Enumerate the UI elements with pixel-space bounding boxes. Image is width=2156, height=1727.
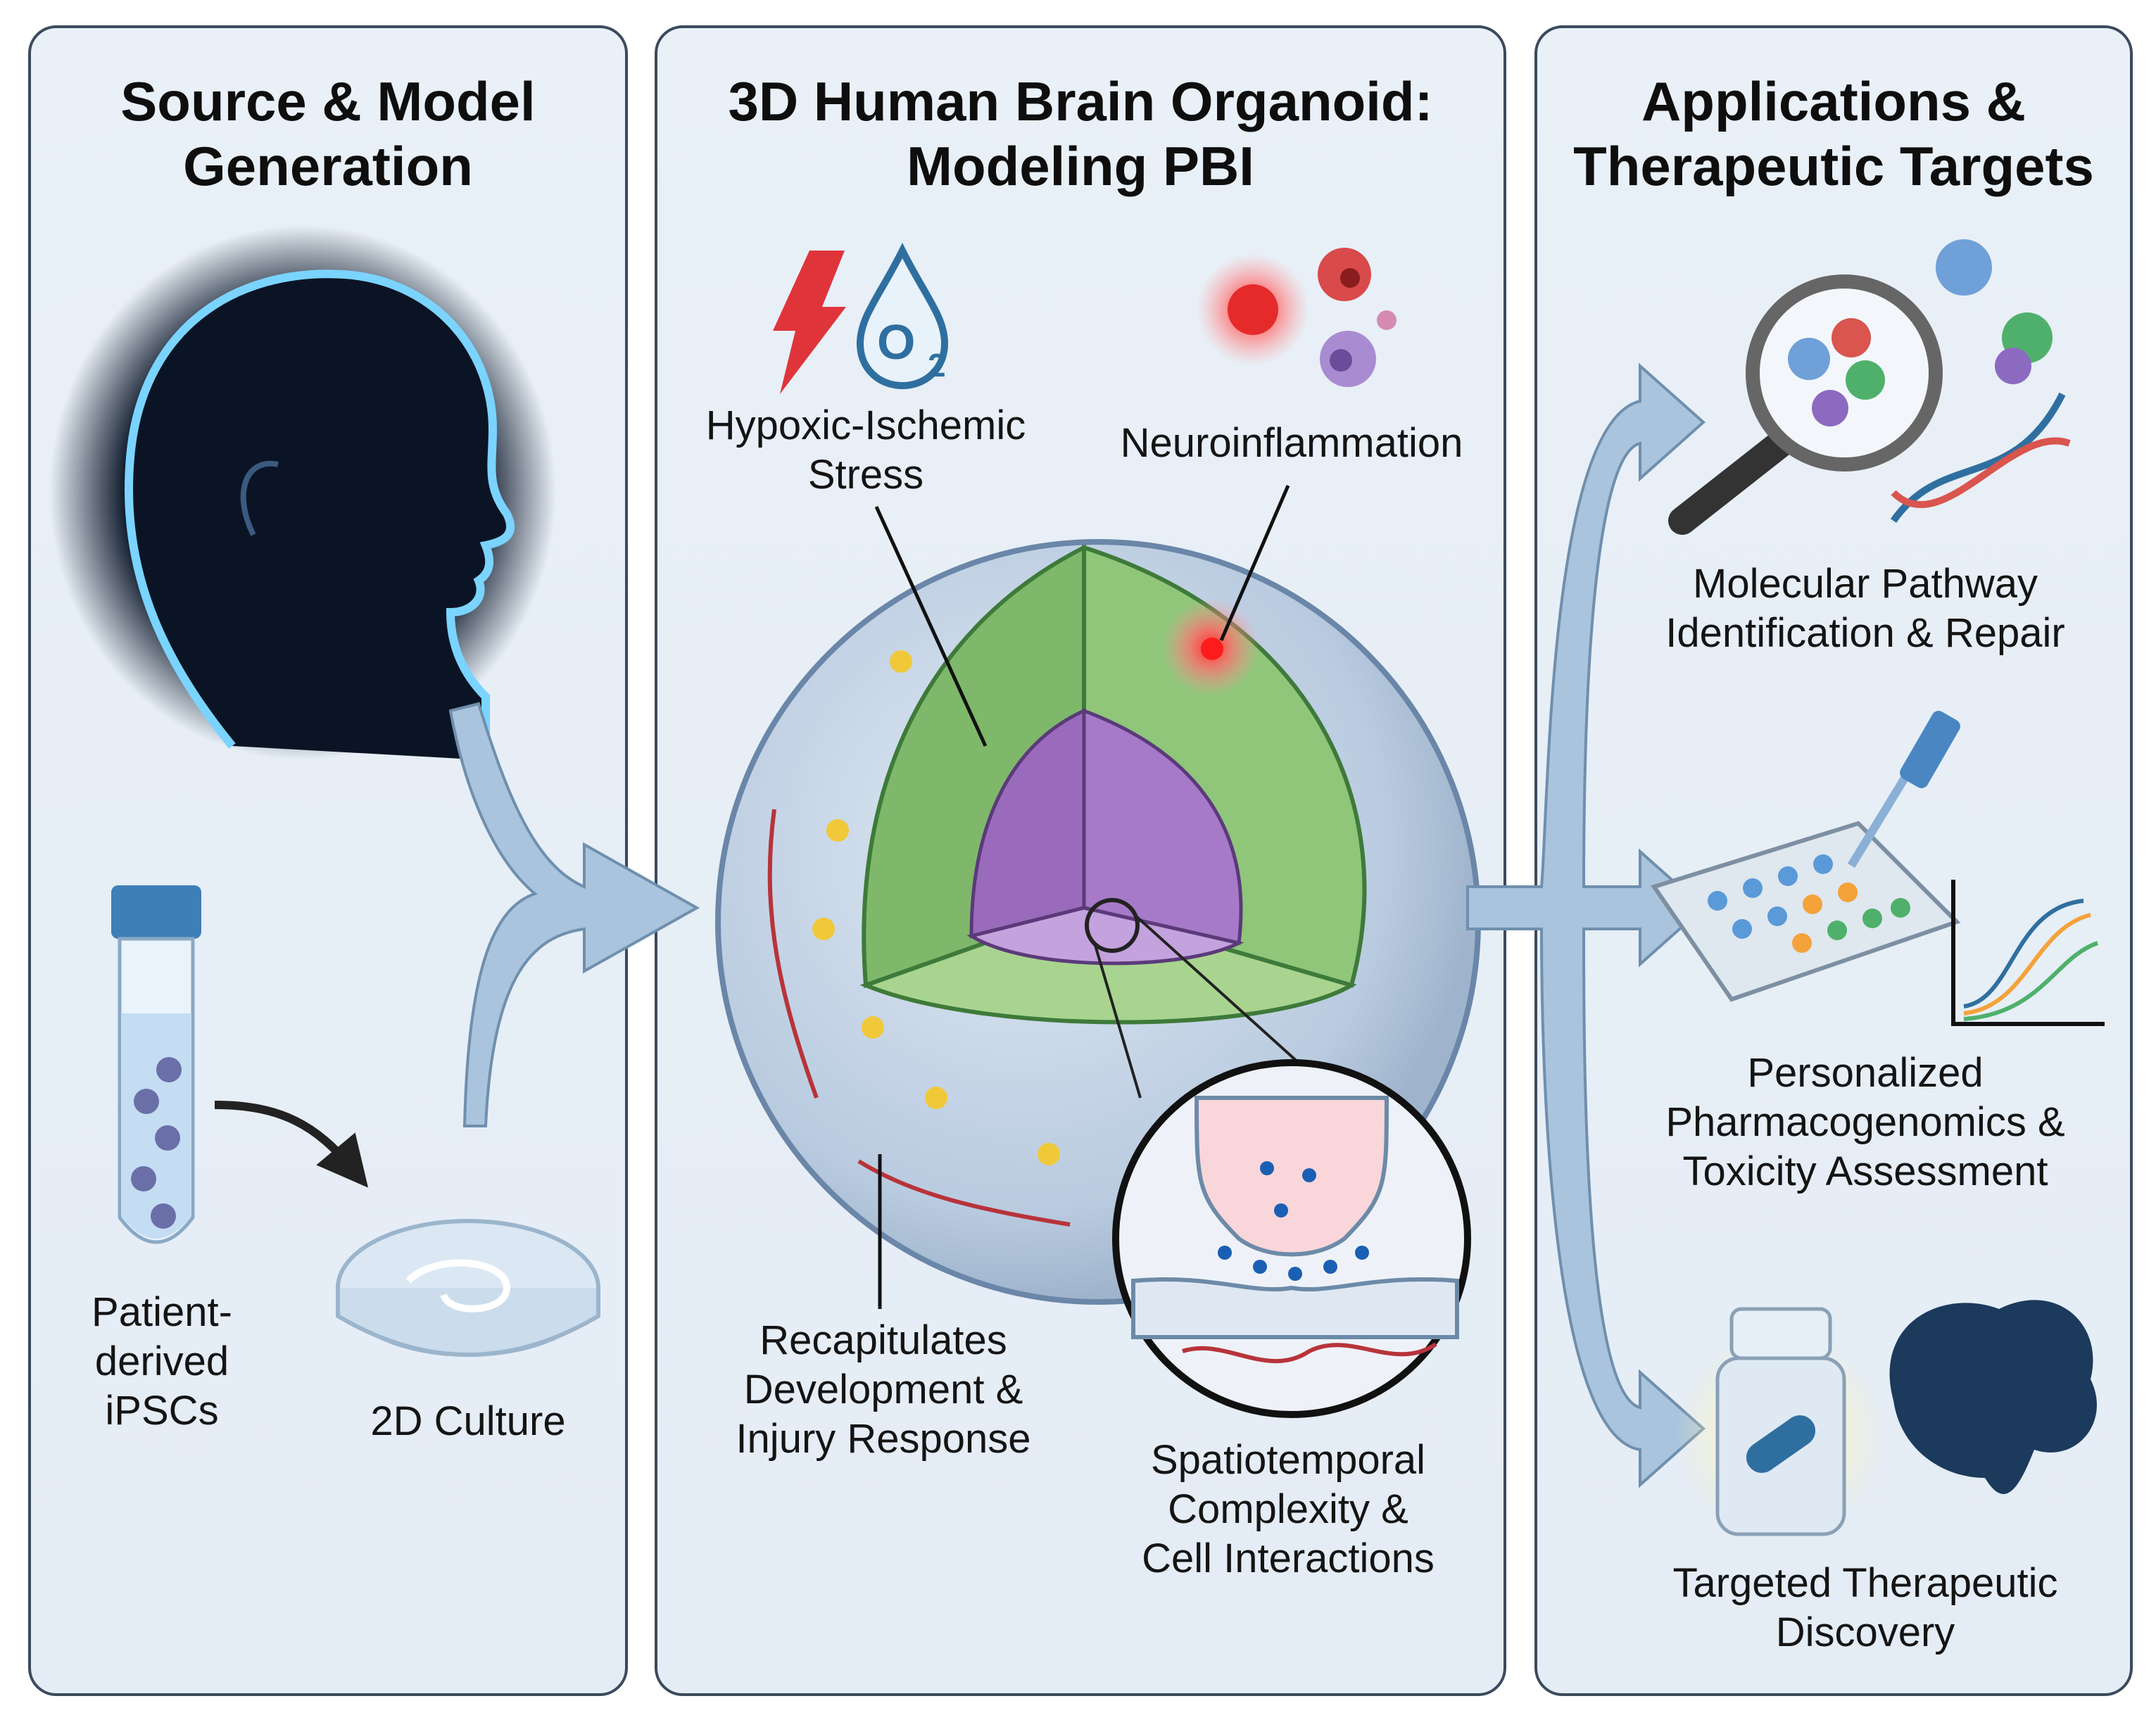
label-patient-ipscs: Patient- derived iPSCs [92,1289,232,1434]
organoid-panel-title: 3D Human Brain Organoid: Modeling PBI [728,70,1433,197]
test-tube-icon [111,885,201,1244]
o2-symbol: O [877,315,915,369]
brain-icon [1889,1300,2097,1494]
label-spatiotemporal: Spatiotemporal Complexity & Cell Interac… [1142,1437,1435,1581]
petri-dish-icon [336,1219,600,1357]
label-targeted-discovery: Targeted Therapeutic Discovery [1672,1560,2058,1655]
immune-cells-icon [1197,248,1397,387]
pill-bottle-icon [1675,1307,1886,1541]
dna-icon [1890,392,2071,523]
applications-panel-title: Applications & Therapeutic Targets [1573,70,2094,197]
label-2d-culture: 2D Culture [370,1398,566,1444]
source-panel-title: Source & Model Generation [120,70,536,197]
label-pharmacogenomics: Personalized Pharmacogenomics & Toxicity… [1665,1050,2065,1194]
arrow-tube-to-dish [214,1101,369,1188]
oxygen-drop-icon: O 2 [856,242,949,390]
label-neuroinflammation: Neuroinflammation [1120,420,1463,466]
label-recapitulates: Recapitulates Development & Injury Respo… [736,1317,1031,1462]
well-plate-icon [1651,821,1961,1002]
flow-arrow-branching [1466,362,1706,1488]
protein-icons [1936,239,2053,384]
leader-neuroinflammation [1219,485,1290,641]
label-molecular-pathway: Molecular Pathway Identification & Repai… [1665,561,2065,656]
synapse-zoom-icon [1093,913,1471,1418]
pipette-icon [1847,711,1960,868]
leader-hypoxic [874,505,988,747]
label-hypoxic-ischemic: Hypoxic-Ischemic Stress [705,403,1026,498]
magnifier-icon [1668,274,1943,535]
flow-arrow-source-to-organoid [448,702,700,1127]
infant-silhouette-icon [49,225,556,760]
lightning-icon [773,251,846,394]
o2-subscript: 2 [928,347,946,384]
dose-response-chart-icon [1951,880,2105,1026]
